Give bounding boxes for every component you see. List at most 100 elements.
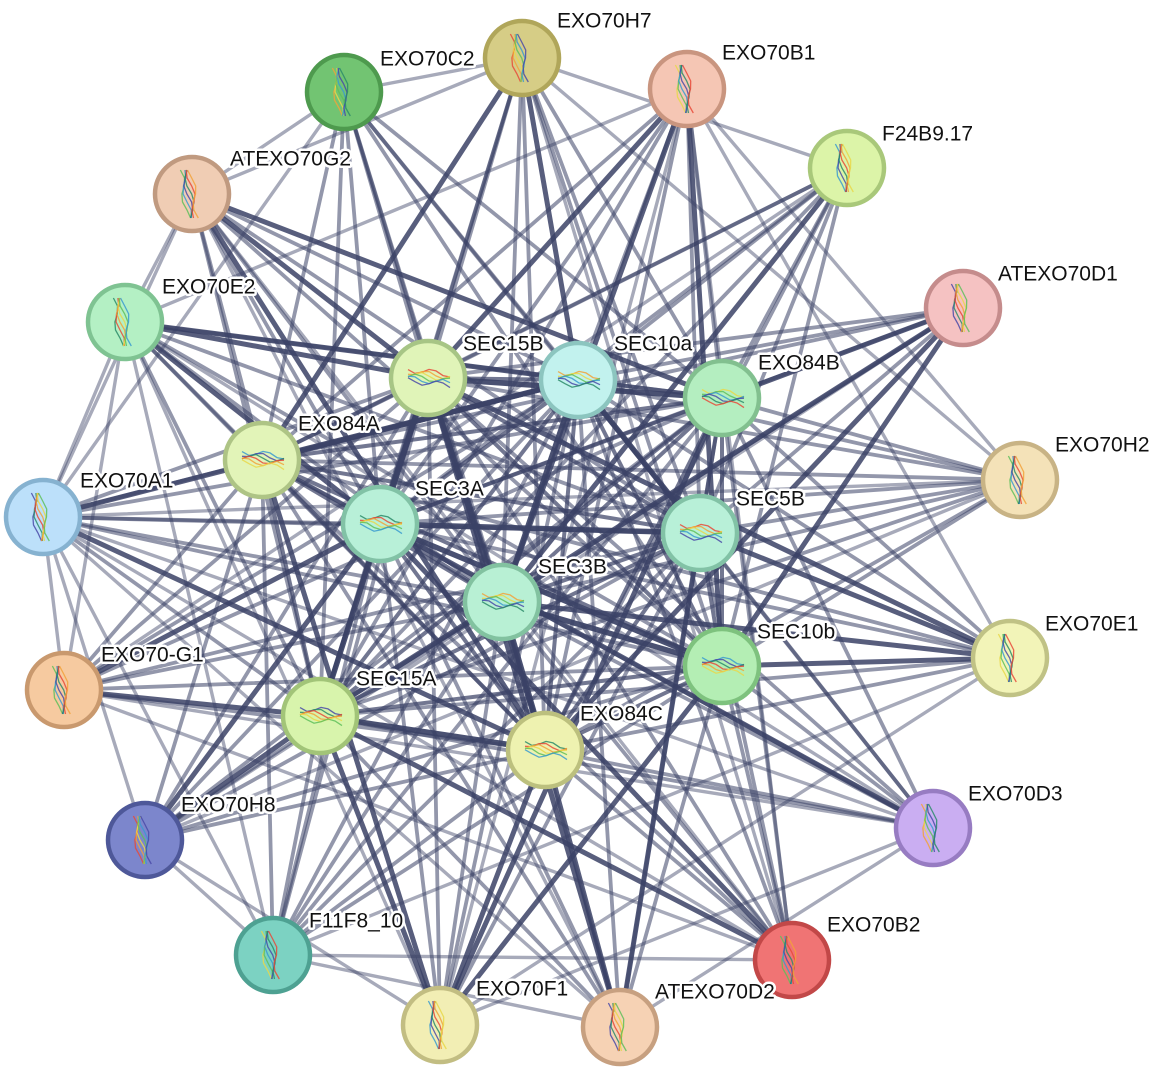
node-circle[interactable] [462,562,542,642]
structure-strand [37,492,50,542]
node-SEC3B[interactable]: SEC3B [462,553,609,642]
edge-EXO70H7-EXO84B [520,56,724,400]
edge-EXO70H2-EXO84A [260,458,1022,482]
node-EXO70B1[interactable]: EXO70B1 [647,39,818,129]
node-label-EXO70A1: EXO70A1 [80,470,173,493]
structure-strand [1004,633,1017,683]
edge-SEC5B-EXO70-G1 [62,531,702,692]
protein-structure-icon [359,514,403,535]
edge-EXO84B-EXO70E1 [720,396,1012,660]
edge-SEC10b-EXO70H8 [143,664,724,842]
edge-EXO70D3-EXO70F1 [438,826,935,1027]
node-circle[interactable] [538,340,618,420]
node-circle[interactable] [388,338,468,418]
edge-EXO84C-EXO70F1 [437,747,548,1028]
edge-EXO70E2-F11F8_10 [123,320,275,957]
edge-EXO84B-EXO70H2 [720,396,1022,482]
edge-SEC15B-EXO70H8 [143,376,430,842]
structure-strand [557,375,601,385]
edge-EXO84C-F11F8_10 [271,748,547,957]
edge-SEC15A-ATEXO70D2 [318,714,622,1029]
node-EXO70H8[interactable]: EXO70H8 [105,791,278,880]
node-EXO70B2[interactable]: EXO70B2 [752,911,923,1000]
edge-EXO84A-SEC5B [260,458,702,535]
protein-structure-icon [299,706,343,727]
structure-strand [679,532,723,544]
node-EXO70H7[interactable]: EXO70H7 [482,7,654,98]
node-SEC10a[interactable]: SEC10a [538,330,695,420]
edge-ATEXO70D1-SEC15B [426,306,965,380]
node-SEC5B[interactable]: SEC5B [660,485,807,573]
structure-strand [841,143,854,193]
node-EXO70D3[interactable]: EXO70D3 [893,780,1065,868]
protein-structure-icon [132,815,152,865]
structure-strand [119,297,132,347]
node-EXO84C[interactable]: EXO84C [505,700,665,790]
edge-EXO84B-EXO70D3 [720,396,935,830]
edge-EXO84B-EXO70A1 [41,396,724,519]
node-F24B9.17[interactable]: F24B9.17 [807,120,976,208]
node-SEC3A[interactable]: SEC3A [340,475,486,564]
node-EXO70C2[interactable]: EXO70C2 [304,45,477,132]
edge-F11F8_10-EXO70B2 [271,953,794,962]
protein-structure-icon [509,33,529,83]
node-SEC15A[interactable]: SEC15A [280,665,439,756]
structure-strand [516,33,529,83]
node-EXO70-G1[interactable]: EXO70-G1 [24,641,206,730]
edge-EXO70E2-SEC15B [122,319,431,381]
node-circle[interactable] [682,358,762,438]
structure-strand [267,930,280,980]
edge-EXO84C-ATEXO70D2 [542,747,623,1030]
edge-SEC15A-EXO70B2 [317,713,795,963]
protein-structure-icon [481,592,525,613]
node-EXO70E1[interactable]: EXO70E1 [970,610,1141,698]
protein-structure-icon [407,368,451,389]
edge-EXO84C-EXO70D3 [543,748,935,830]
node-circle[interactable] [340,484,420,564]
edge-ATEXO70G2-SEC10a [190,192,580,382]
node-EXO70H2[interactable]: EXO70H2 [980,431,1152,520]
edge-SEC10b-SEC15A [318,664,724,718]
protein-structure-icon [557,370,601,391]
edge-SEC15A-F11F8_10 [271,714,322,957]
edge-SEC10a-EXO70H8 [143,378,580,842]
node-ATEXO70D2[interactable]: ATEXO70D2 [580,978,777,1067]
node-label-SEC15A: SEC15A [356,668,437,691]
structure-strand [786,935,799,985]
protein-structure-icon [112,297,132,347]
edge-ATEXO70G2-SEC15B [189,191,431,381]
edge-SEC10a-EXO70-G1 [62,378,580,692]
node-label-F24B9.17: F24B9.17 [882,123,973,146]
node-SEC15B[interactable]: SEC15B [388,330,546,418]
node-label-EXO70E1: EXO70E1 [1045,613,1138,636]
edge-SEC10a-SEC15A [318,378,580,718]
edge-SEC3B-EXO70-G1 [62,600,504,692]
node-circle[interactable] [505,710,585,790]
node-ATEXO70D1[interactable]: ATEXO70D1 [923,260,1120,348]
structure-strand [241,455,285,465]
edge-EXO70E1-SEC10b [719,655,1013,669]
node-label-EXO70F1: EXO70F1 [476,978,568,1001]
protein-structure-icon [179,169,199,219]
node-SEC10b[interactable]: SEC10b [682,618,838,706]
node-circle[interactable] [280,676,360,756]
protein-structure-icon [51,665,71,715]
structure-strand [701,397,745,409]
node-circle[interactable] [222,420,302,500]
node-circle[interactable] [682,626,762,706]
node-circle[interactable] [660,493,740,573]
protein-structure-icon [779,935,799,985]
node-label-EXO84B: EXO84B [758,352,840,375]
edge-SEC3A-EXO70E1 [378,522,1012,660]
node-label-F11F8_10: F11F8_10 [309,910,403,933]
edge-EXO70A1-SEC10b [41,515,724,668]
node-EXO84A[interactable]: EXO84A [222,410,382,500]
node-F11F8_10[interactable]: F11F8_10 [233,907,406,995]
node-EXO70E2[interactable]: EXO70E2 [85,273,258,362]
structure-strand [407,373,451,383]
node-EXO84B[interactable]: EXO84B [682,349,842,438]
edge-EXO70E2-EXO70F1 [123,320,442,1027]
node-EXO70F1[interactable]: EXO70F1 [400,975,571,1065]
node-EXO70A1[interactable]: EXO70A1 [3,467,176,557]
node-ATEXO70G2[interactable]: ATEXO70G2 [152,145,354,234]
